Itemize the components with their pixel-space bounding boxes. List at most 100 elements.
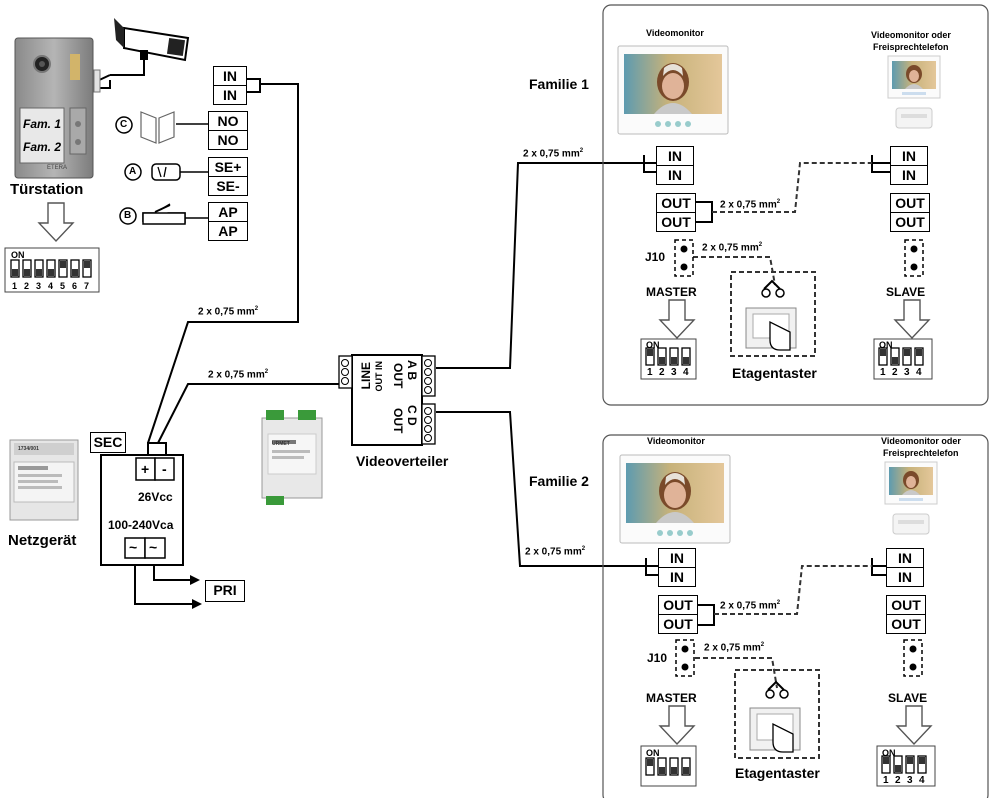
- cable-label-f1-slave: 2 x 0,75 mm2: [720, 199, 781, 211]
- tilde-1: ~: [129, 539, 138, 555]
- f1-dip-master-3: 3: [671, 367, 677, 378]
- marker-b: B: [124, 210, 132, 221]
- terminal-ap-2: AP: [208, 221, 248, 241]
- cable-label-family1: 2 x 0,75 mm2: [523, 148, 584, 160]
- plate-fam1: Fam. 1: [23, 117, 62, 131]
- family2-master-label: MASTER: [646, 691, 697, 705]
- pri-label: PRI: [205, 580, 245, 602]
- splitter-line-sub: OUT IN: [374, 361, 384, 392]
- marker-circles: [115, 116, 142, 225]
- terminal-in-2: IN: [213, 85, 247, 105]
- family1-master-label: MASTER: [646, 285, 697, 299]
- family1-dip-master: [640, 338, 697, 380]
- door-station-title: Türstation: [10, 181, 84, 198]
- family2-title: Familie 2: [529, 473, 589, 489]
- family2-slave-in-2: IN: [886, 567, 924, 587]
- terminal-no-2: NO: [208, 130, 248, 150]
- cable-label-family2: 2 x 0,75 mm2: [525, 546, 586, 558]
- push-button-icon: [142, 203, 208, 225]
- terminal-se-plus: SE+: [208, 157, 248, 177]
- f2-dip-slave-4: 4: [919, 775, 925, 786]
- dip7-num-4: 4: [48, 281, 54, 291]
- family2-in-1: IN: [658, 548, 696, 568]
- family1-slave-out-2: OUT: [890, 212, 930, 232]
- minus-label: -: [162, 461, 167, 477]
- family1-floor-button-label: Etagentaster: [732, 365, 817, 381]
- splitter-device-brand: URMET: [272, 441, 290, 447]
- family1-second-label-2: Freisprechtelefon: [873, 42, 949, 52]
- family1-monitor-label: Videomonitor: [646, 28, 704, 38]
- terminal-ap-1: AP: [208, 202, 248, 222]
- splitter-cd-label: C D: [405, 405, 419, 426]
- family2-out-2: OUT: [658, 614, 698, 634]
- family2-dip-slave: [876, 745, 936, 787]
- family1-second-monitor-image: [887, 55, 941, 129]
- marker-a: A: [129, 166, 137, 177]
- family2-dashed-wires: [695, 565, 872, 759]
- door-station-brand: ETERA: [47, 165, 68, 171]
- dip7-num-1: 1: [12, 281, 18, 291]
- door-station-device: [14, 37, 94, 179]
- dip-switch-7: [4, 247, 100, 293]
- cable-label-f2-button: 2 x 0,75 mm2: [704, 642, 765, 654]
- terminal-in-1: IN: [213, 66, 247, 86]
- f2-dip-slave-2: 2: [895, 775, 901, 786]
- family1-floor-button: [745, 279, 797, 351]
- family2-floor-button: [749, 680, 801, 753]
- splitter-device: [261, 410, 323, 505]
- family1-j10-label: J10: [645, 250, 666, 264]
- family1-slave-label: SLAVE: [886, 285, 926, 299]
- family1-slave-in-1: IN: [890, 146, 928, 166]
- cable-label-door: 2 x 0,75 mm2: [198, 306, 259, 318]
- family2-monitor-image: [619, 454, 731, 544]
- family1-slave-arrow-icon: [894, 299, 930, 339]
- ac-voltage-label: 100-240Vca: [108, 518, 174, 532]
- family1-slave-out-1: OUT: [890, 193, 930, 213]
- family1-dip-slave: [873, 338, 933, 380]
- splitter-cd-sub: OUT: [391, 408, 405, 434]
- family2-slave-arrow-icon: [896, 705, 932, 745]
- family1-dashed-wires: [693, 162, 872, 357]
- dip7-num-6: 6: [72, 281, 78, 291]
- family2-slave-label: SLAVE: [888, 691, 928, 705]
- f1-dip-master-4: 4: [683, 367, 689, 378]
- f1-dip-master-1: 1: [647, 367, 653, 378]
- family2-dip-master: [640, 745, 697, 787]
- family2-second-label-2: Freisprechtelefon: [883, 448, 959, 458]
- family1-second-label-1: Videomonitor oder: [871, 30, 951, 40]
- dip7-num-7: 7: [84, 281, 90, 291]
- dip7-num-3: 3: [36, 281, 42, 291]
- family1-in-2: IN: [656, 165, 694, 185]
- family2-monitor-label: Videomonitor: [647, 436, 705, 446]
- f1-dip-slave-on: ON: [879, 340, 893, 350]
- dc-voltage-label: 26Vcc: [138, 490, 173, 504]
- family1-in-1: IN: [656, 146, 694, 166]
- power-supply-device: [9, 439, 79, 521]
- splitter-line-label: LINE: [359, 362, 373, 390]
- plus-label: +: [141, 461, 150, 477]
- family1-out-1: OUT: [656, 193, 696, 213]
- cable-label-splitter: 2 x 0,75 mm2: [208, 369, 269, 381]
- plate-fam2: Fam. 2: [23, 140, 62, 154]
- family1-master-arrow-icon: [659, 299, 695, 339]
- power-device-brand: 1734/001: [18, 446, 39, 452]
- f1-dip-slave-1: 1: [880, 367, 886, 378]
- splitter-title: Videoverteiler: [356, 453, 449, 469]
- dip7-num-2: 2: [24, 281, 30, 291]
- bus-wires: [134, 78, 646, 605]
- family1-title: Familie 1: [529, 76, 589, 92]
- tilde-2: ~: [149, 539, 158, 555]
- family2-slave-out-1: OUT: [886, 595, 926, 615]
- family1-slave-in-2: IN: [890, 165, 928, 185]
- family2-j10-label: J10: [647, 651, 668, 665]
- f2-dip-slave-on: ON: [882, 748, 896, 758]
- sensor-icon: [151, 163, 208, 181]
- arrow-down-icon: [38, 202, 74, 242]
- terminal-no-1: NO: [208, 111, 248, 131]
- door-lock-icon: [140, 111, 208, 144]
- f1-dip-slave-3: 3: [904, 367, 910, 378]
- family2-second-monitor-image: [884, 461, 938, 535]
- power-supply-title: Netzgerät: [8, 532, 77, 549]
- splitter-box: [338, 354, 436, 446]
